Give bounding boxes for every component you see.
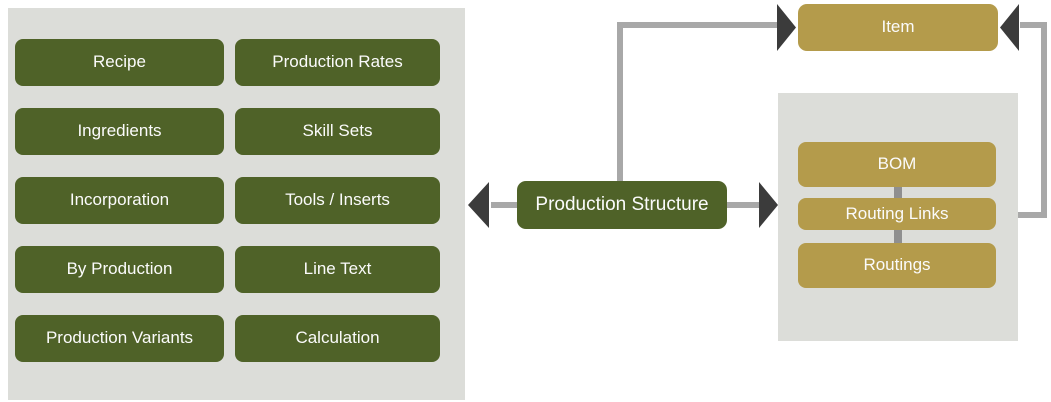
node-production-structure[interactable]: Production Structure bbox=[517, 181, 727, 229]
connector-ps-to-right-panel bbox=[727, 202, 759, 208]
connector-ps-to-item-horizontal bbox=[617, 22, 778, 28]
node-calculation[interactable]: Calculation bbox=[235, 315, 440, 362]
node-by-production[interactable]: By Production bbox=[15, 246, 224, 293]
node-line-text[interactable]: Line Text bbox=[235, 246, 440, 293]
connector-routing-links-to-routings bbox=[894, 230, 902, 243]
node-recipe[interactable]: Recipe bbox=[15, 39, 224, 86]
node-tools-inserts[interactable]: Tools / Inserts bbox=[235, 177, 440, 224]
connector-ps-to-item-vertical bbox=[617, 25, 623, 181]
arrowhead-right-icon bbox=[759, 182, 778, 228]
left-panel: Recipe Production Rates Ingredients Skil… bbox=[8, 8, 465, 400]
connector-bom-to-routing-links bbox=[894, 187, 902, 199]
connector-item-right-vertical bbox=[1041, 22, 1047, 218]
arrowhead-into-item-left-icon bbox=[777, 4, 796, 51]
node-production-variants[interactable]: Production Variants bbox=[15, 315, 224, 362]
arrowhead-left-icon bbox=[468, 182, 489, 228]
node-skill-sets[interactable]: Skill Sets bbox=[235, 108, 440, 155]
node-item[interactable]: Item bbox=[798, 4, 998, 51]
node-ingredients[interactable]: Ingredients bbox=[15, 108, 224, 155]
right-panel: BOM Routing Links Routings bbox=[778, 93, 1018, 341]
connector-ps-to-left-panel bbox=[491, 202, 517, 208]
node-incorporation[interactable]: Incorporation bbox=[15, 177, 224, 224]
node-routings[interactable]: Routings bbox=[798, 243, 996, 288]
node-routing-links[interactable]: Routing Links bbox=[798, 198, 996, 230]
connector-item-top-horizontal bbox=[1020, 22, 1047, 28]
node-bom[interactable]: BOM bbox=[798, 142, 996, 187]
arrowhead-into-item-right-icon bbox=[1000, 4, 1019, 51]
connector-item-bottom-horizontal bbox=[1018, 212, 1047, 218]
node-production-rates[interactable]: Production Rates bbox=[235, 39, 440, 86]
